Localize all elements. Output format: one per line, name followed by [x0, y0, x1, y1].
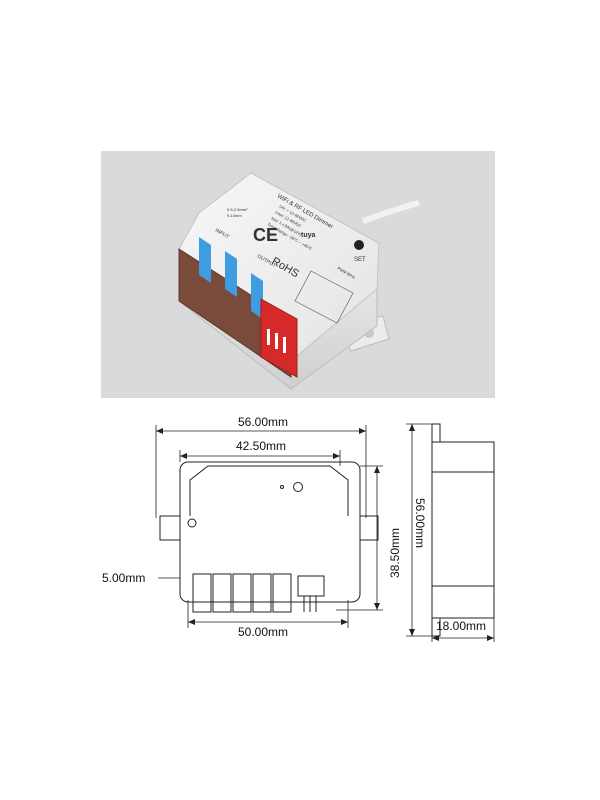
pin [283, 337, 286, 353]
pin [267, 329, 270, 345]
dimmer-module-illustration: SET WiFi & RF LED Dimmer CE RoHS tuya IN… [178, 172, 420, 390]
terminal-2 [212, 573, 232, 613]
dim-height-body: 38.50mm [388, 528, 402, 578]
wiring-diagram [294, 270, 354, 324]
pin-connector [297, 575, 325, 597]
set-button[interactable] [354, 240, 364, 250]
dim-depth: 18.00mm [436, 619, 486, 633]
dim-width-outer: 56.00mm [238, 415, 288, 429]
front-view-body [179, 461, 361, 603]
terminal-3 [232, 573, 252, 613]
led-indicator [187, 518, 197, 528]
ce-mark: CE [253, 225, 278, 245]
pin [275, 333, 278, 349]
dim-width-inner: 42.50mm [236, 439, 286, 453]
dim-width-bottom: 50.00mm [238, 625, 288, 639]
right-mounting-tab [360, 515, 379, 541]
terminal-1 [192, 573, 212, 613]
red-connector [260, 298, 298, 378]
side-view-tab-top [431, 423, 441, 443]
indicator-dot [280, 485, 284, 489]
lever-blue-2[interactable] [225, 251, 237, 297]
dimension-drawing: 56.00mm 42.50mm 50.00mm 5.00mm 18.00mm 3… [0, 400, 600, 700]
antenna-cable [361, 200, 420, 224]
wire-gauge: 0.5-2.5mm² [227, 207, 248, 212]
lever-blue-1[interactable] [199, 237, 211, 283]
front-view-inner-outline [189, 465, 349, 516]
left-mounting-tab [159, 515, 180, 541]
dimension-svg: 56.00mm 42.50mm 50.00mm 5.00mm 18.00mm 3… [102, 415, 495, 642]
strip-length: 9-10mm [227, 213, 242, 218]
set-label: SET [354, 257, 366, 263]
dim-height-total: 56.00mm [413, 498, 427, 548]
terminal-5 [272, 573, 292, 613]
lever-blue-3[interactable] [251, 273, 263, 319]
product-photo: SET WiFi & RF LED Dimmer CE RoHS tuya IN… [101, 151, 495, 398]
terminal-4 [252, 573, 272, 613]
set-button-outline[interactable] [293, 482, 303, 492]
brand-logo: tuya [301, 232, 316, 239]
dim-flange: 5.00mm [102, 571, 145, 585]
side-view-body [431, 441, 495, 619]
